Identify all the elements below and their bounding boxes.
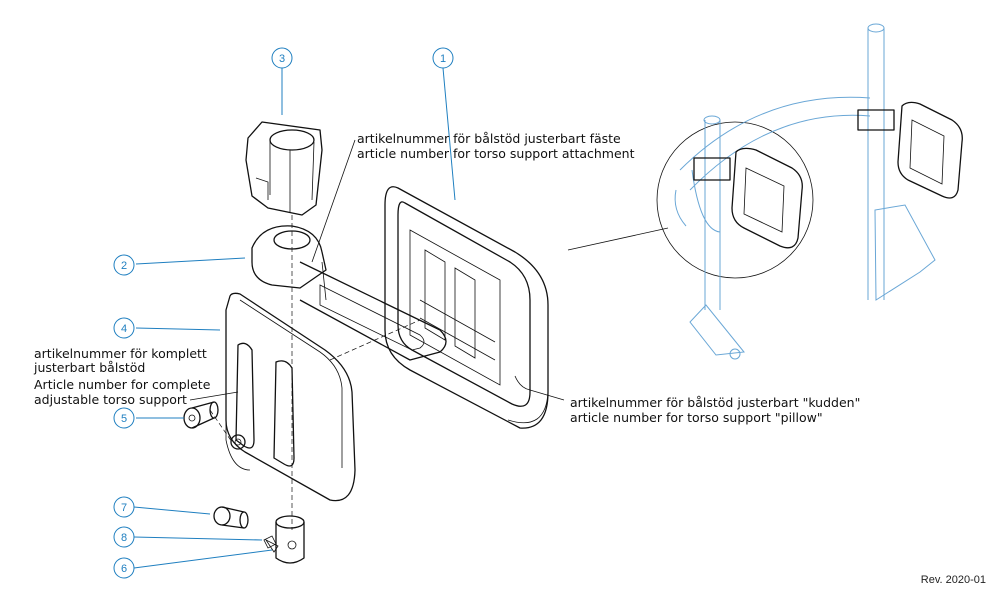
svg-text:8: 8: [121, 532, 127, 544]
svg-text:6: 6: [121, 563, 127, 575]
annotation-complete-sv-1: artikelnummer för komplett: [34, 346, 207, 361]
annotation-leaders: [189, 139, 669, 401]
callout-4: 4: [113, 317, 135, 339]
part-3-clip: [245, 121, 323, 216]
callout-8: 8: [113, 526, 135, 548]
svg-text:1: 1: [440, 53, 446, 65]
assembly-axes: [209, 215, 421, 530]
callout-5: 5: [113, 407, 135, 429]
annotation-attachment-en: article number for torso support attachm…: [357, 146, 635, 161]
callout-6: 6: [113, 557, 135, 579]
annotation-attachment-sv: artikelnummer för bålstöd justerbart fäs…: [357, 131, 621, 146]
annotation-complete-en-1: Article number for complete: [34, 377, 211, 392]
svg-text:5: 5: [121, 413, 127, 425]
part-2-arm: [251, 225, 447, 361]
part-4-body: [225, 292, 356, 502]
part-5-screw: [183, 401, 219, 429]
detail-view: [656, 23, 963, 360]
svg-text:3: 3: [279, 53, 285, 65]
annotation-pillow-sv: artikelnummer för bålstöd justerbart "ku…: [570, 395, 861, 410]
part-6-clamp: [264, 515, 305, 564]
callout-2: 2: [113, 254, 135, 276]
annotation-complete-en-2: adjustable torso support: [34, 392, 187, 407]
part-8-nut: [263, 535, 277, 549]
annotation-pillow-en: article number for torso support "pillow…: [570, 410, 823, 425]
callout-3: 3: [271, 47, 293, 69]
annotation-complete-sv-2: justerbart bålstöd: [34, 360, 146, 375]
svg-text:7: 7: [121, 502, 127, 514]
svg-text:2: 2: [121, 260, 127, 272]
callout-7: 7: [113, 496, 135, 518]
revision-label: Rev. 2020-01: [920, 574, 986, 586]
callout-1: 1: [432, 47, 454, 69]
part-7-screw: [213, 506, 249, 529]
svg-text:4: 4: [121, 323, 127, 335]
callout-leaders: [133, 67, 456, 569]
part-1-pillow: [384, 186, 549, 429]
